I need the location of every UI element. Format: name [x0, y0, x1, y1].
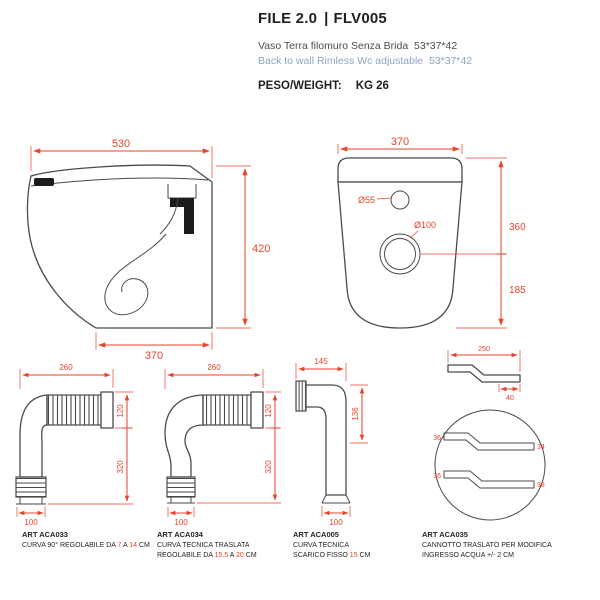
desc-text: CURVA 90° REGOLABILE DA: [22, 541, 118, 549]
aca034-dim-side-total: 320: [264, 460, 273, 474]
product-series: FILE 2.0: [258, 10, 318, 27]
aca035-dim-top: 250: [478, 346, 490, 353]
product-code: FLV005: [333, 10, 387, 27]
desc-value-red: 20: [236, 552, 244, 560]
weight-label: PESO/WEIGHT:: [258, 80, 342, 92]
aca005-art-code: ART ACA005: [293, 530, 339, 539]
elbow-90-shape: [15, 391, 114, 505]
front-dim-height-outlet: 185: [509, 285, 526, 296]
desc-value-red: 7: [117, 541, 122, 549]
aca033-dimensions: 260 120 320 100: [16, 363, 133, 527]
lid-outline: [337, 157, 463, 183]
front-dim-width: 370: [391, 136, 409, 148]
aca005-dim-side: 136: [351, 407, 360, 421]
aca005-drawing: 145 136 100: [295, 357, 368, 527]
caption-aca005: ART ACA005 CURVA TECNICA SCARICO FISSO 1…: [293, 530, 405, 561]
aca034-dim-top: 260: [207, 363, 221, 372]
aca005-dim-top: 145: [314, 357, 328, 366]
side-dim-height: 420: [252, 243, 270, 255]
cannotto-tube-1: [443, 432, 535, 451]
fixed-curve-shape: [295, 380, 351, 504]
front-view-dimensions: 370 Ø55 Ø100 360 185: [337, 136, 526, 329]
desc-text: CM: [137, 541, 150, 549]
side-dim-width-bottom: 370: [145, 350, 163, 362]
outlet-hole-inner: [384, 238, 416, 270]
water-inlet-hole: [390, 190, 410, 210]
caption-aca033: ART ACA033 CURVA 90° REGOLABILE DA 7 A 1…: [22, 530, 158, 551]
aca034-drawing: 260 120 320 100: [164, 363, 281, 527]
aca035-art-code: ART ACA035: [422, 530, 468, 539]
aca033-art-code: ART ACA033: [22, 530, 68, 539]
side-view-drawing: 530 420 370: [26, 138, 270, 362]
front-view-drawing: 370 Ø55 Ø100 360 185: [337, 136, 526, 329]
desc-text: REGOLABILE DA: [157, 552, 215, 560]
aca033-dim-side-upper: 120: [116, 404, 125, 418]
tube1-right-dim: 34: [537, 444, 545, 451]
aca035-description-line2: INGRESSO ACQUA +/- 2 CM: [422, 552, 514, 560]
aca033-drawing: 260 120 320 100: [15, 363, 133, 527]
header: FILE 2.0 |FLV005 Vaso Terra filomuro Senz…: [258, 10, 472, 92]
desc-value-red: 14: [129, 541, 138, 549]
page-title: FILE 2.0 |FLV005: [258, 10, 472, 27]
seat-hinge-block: [34, 178, 54, 186]
body-outline: [337, 181, 463, 329]
corrugated-hose: [46, 394, 102, 426]
aca005-description-line1: CURVA TECNICA: [293, 541, 350, 549]
toilet-front-profile: [337, 157, 463, 329]
desc-text: CM: [243, 552, 257, 560]
front-dim-small-hole: Ø55: [358, 195, 375, 205]
desc-text: CM: [357, 552, 371, 560]
aca034-description-line2: REGOLABILE DA 15.5 A 20 CM: [157, 551, 289, 561]
tube1-left-dim: 36: [433, 435, 441, 442]
offset-elbow-shape: [164, 391, 264, 504]
desc-text: A: [121, 541, 130, 549]
tube2-right-dim: 38: [537, 482, 545, 489]
aca033-dim-bottom: 100: [24, 518, 38, 527]
aca034-description-line1: CURVA TECNICA TRASLATA: [157, 541, 250, 549]
cannotto-detail-circle: 36 34 36 38: [433, 409, 546, 521]
description-english: Back to wall Rimless Wc adjustable 53*37…: [258, 55, 473, 67]
title-separator: |: [324, 10, 329, 27]
aca035-dim-top-right: 40: [506, 395, 514, 402]
bottom-coupling: [15, 476, 47, 498]
aca035-top-dimensions: 250 40: [447, 346, 521, 402]
caption-aca034: ART ACA034 CURVA TECNICA TRASLATA REGOLA…: [157, 530, 289, 561]
aca005-dimensions: 145 136 100: [295, 357, 368, 527]
side-dim-width-top: 530: [112, 138, 130, 150]
description-italian: Vaso Terra filomuro Senza Brida 53*37*42: [258, 40, 458, 52]
front-dim-height-total: 360: [509, 222, 526, 233]
aca005-dim-bottom: 100: [329, 518, 343, 527]
toilet-side-profile: [26, 164, 213, 329]
cannotto-top-tube: [447, 364, 521, 383]
cannotto-tube-2: [443, 470, 535, 489]
corrugated-hose: [202, 394, 252, 426]
aca035-description-line1: CANNOTTO TRASLATO PER MODIFICA: [422, 541, 552, 549]
desc-value-red: 15.5: [214, 552, 229, 560]
hose-cuff: [100, 391, 114, 429]
outlet-flare: [321, 494, 351, 504]
aca034-dim-side-upper: 120: [264, 404, 273, 418]
bottom-coupling: [166, 476, 196, 498]
tube2-left-dim: 36: [433, 473, 441, 480]
weight-value: KG 26: [355, 80, 389, 92]
caption-aca035: ART ACA035 CANNOTTO TRASLATO PER MODIFIC…: [422, 530, 574, 561]
desc-text: SCARICO FISSO: [293, 552, 350, 560]
hose-cuff: [250, 391, 264, 429]
aca033-dim-top: 260: [59, 363, 73, 372]
aca035-drawing: 250 40 36 34 36 38: [433, 346, 546, 521]
aca033-description: CURVA 90° REGOLABILE DA 7 A 14 CM: [22, 541, 158, 551]
aca034-art-code: ART ACA034: [157, 530, 203, 539]
side-view-dimensions: 530 420 370: [30, 138, 270, 362]
aca033-dim-side-total: 320: [116, 460, 125, 474]
outlet-hole-outer: [379, 233, 421, 275]
desc-text: A: [228, 552, 237, 560]
aca034-dim-bottom: 100: [174, 518, 188, 527]
inlet-flange: [295, 380, 307, 412]
desc-value-red: 15: [349, 552, 358, 560]
aca005-description-line2: SCARICO FISSO 15 CM: [293, 551, 405, 561]
aca034-dimensions: 260 120 320 100: [164, 363, 281, 527]
front-dim-large-hole: Ø100: [414, 220, 436, 230]
weight-row: PESO/WEIGHT: KG 26: [258, 80, 472, 92]
trap-outline: [104, 233, 167, 316]
